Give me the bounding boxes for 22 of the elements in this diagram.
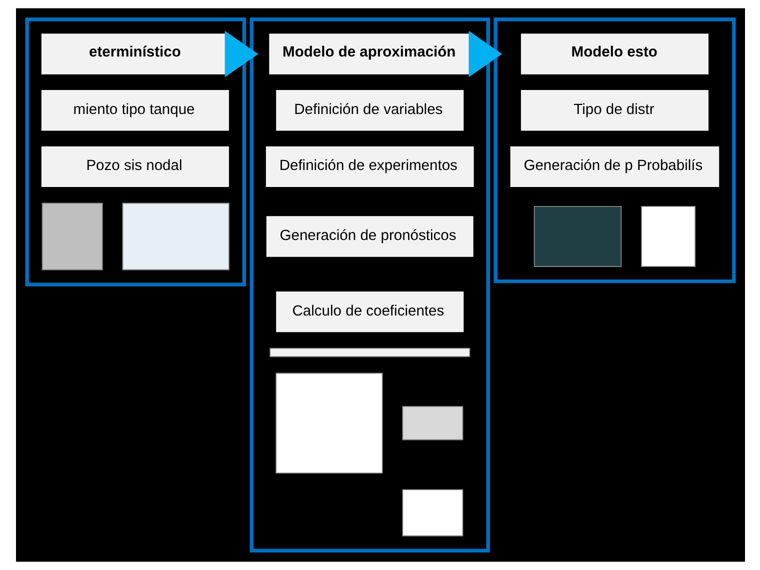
node-box: Tipo de distr xyxy=(520,90,708,131)
node-box xyxy=(275,372,382,474)
node-box: Generación de pronósticos xyxy=(266,216,473,257)
node-box: Definición de variables xyxy=(276,90,464,131)
node-box xyxy=(269,348,470,358)
node-box xyxy=(122,202,229,270)
node-box xyxy=(533,206,622,267)
node-box: Modelo esto xyxy=(520,34,708,74)
node-box: Pozo sis nodal xyxy=(40,146,228,188)
node-box xyxy=(640,206,696,267)
cluster xyxy=(249,18,490,552)
node-box: Definición de experimentos xyxy=(265,146,474,188)
cluster xyxy=(493,18,736,284)
node-box: Modelo de aproximación xyxy=(268,34,470,74)
node-box: Generación de p Probabilís xyxy=(510,146,719,188)
arrow xyxy=(224,30,258,78)
node-box: miento tipo tanque xyxy=(40,90,228,131)
arrow xyxy=(468,30,502,78)
node-box xyxy=(41,202,102,270)
node-box xyxy=(402,489,463,536)
node-box xyxy=(402,406,463,440)
node-box: Calculo de coeficientes xyxy=(276,291,464,332)
